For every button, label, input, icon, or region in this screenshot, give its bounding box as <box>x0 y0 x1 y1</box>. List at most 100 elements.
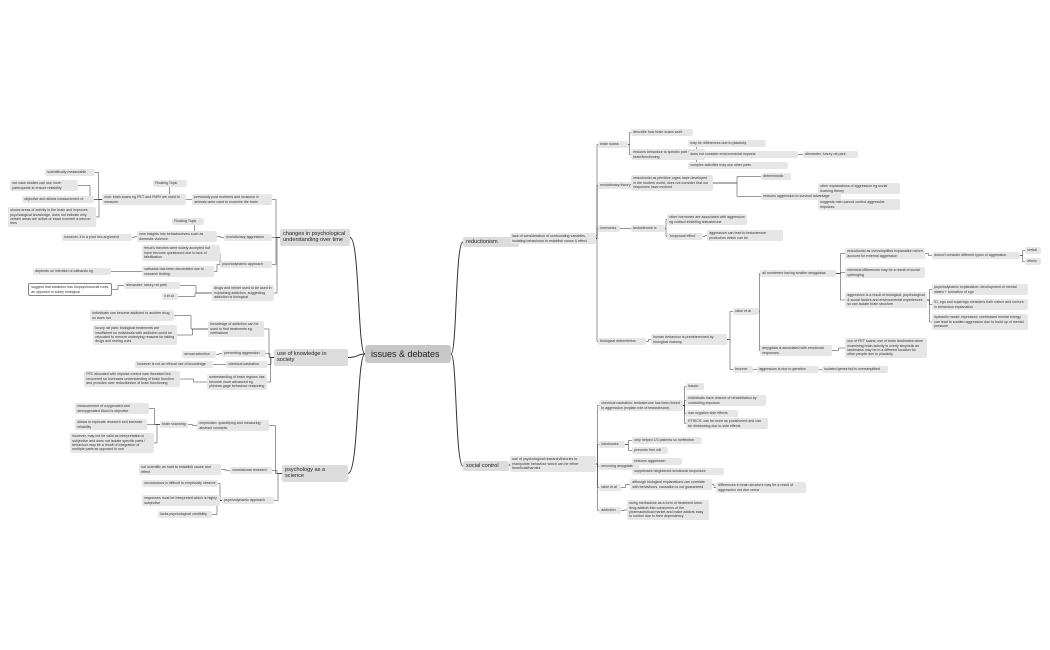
connector-reductionism <box>450 241 464 355</box>
subtopic-sc2a: not scientific as hard to establish caus… <box>139 464 221 476</box>
subtopic-sc1a: brain scanning <box>160 421 188 428</box>
connector-castr4 <box>683 405 686 424</box>
connector-rainesc1 <box>621 484 630 488</box>
connector-evo1a <box>713 176 761 184</box>
connector-ch_psy <box>272 237 280 265</box>
subtopic-raine2a: use of PET scans: use of brain landmarks… <box>845 338 927 358</box>
subtopic-sc1a2: allows to replicate research and increas… <box>75 419 147 431</box>
subtopic-ch_psy2: catharsis has been discredited due to re… <box>142 266 214 278</box>
subtopic-testo2a: aggression can lead to testosterone prod… <box>707 230 783 242</box>
subtopic-raine1a1: doesn't consider different types of aggr… <box>932 252 1020 259</box>
subtopic-castr1: fraudo <box>686 383 704 390</box>
subtopic-castr2: individuals have chance of rehabilitatio… <box>686 395 766 407</box>
subtopic-bs1: describe how brain scans work <box>631 129 693 136</box>
subtopic-bs2b1: alexander, luxury rat park <box>803 151 858 158</box>
subtopic-raine1c3: hydraulic model: repressed, unreleased m… <box>932 314 1028 330</box>
subtopic-ch_pet1: now: brain scans eg PET and FMRI are use… <box>102 194 186 206</box>
subtopic-raine1c: aggression is a result of biological, ps… <box>845 292 927 308</box>
subtopic-ch_pet1b: not case studies can use more participan… <box>10 180 78 192</box>
subtopic-sc3b: responses must be interpreted which is h… <box>142 495 220 507</box>
subtopic-ft2: Floating Topic <box>172 218 204 225</box>
subtopic-sc3c: lacks psychological credibility <box>158 511 212 518</box>
subtopic-sc1a1: measurement of oxygenated and deoxygenat… <box>75 403 149 415</box>
subtopic-raine1: all murderers having smaller amygdalas <box>760 270 836 277</box>
subtopic-sc3: psychodynamic approach <box>222 497 274 504</box>
main-topic-changes: changes in psychological understanding o… <box>280 229 350 246</box>
connector-ch_evo1 <box>217 236 224 238</box>
connector-ch_drugs <box>274 237 280 294</box>
subtopic-kn4: understanding of brain regions has becom… <box>207 374 267 390</box>
subtopic-bs2a: may be differences due to plasticity <box>688 140 766 147</box>
main-topic-reductionism: reductionism <box>463 237 519 248</box>
connector-kn2a <box>216 353 222 355</box>
subtopic-ch_evo1: new insights into behaviourisms such as … <box>137 231 217 243</box>
subtopic-lobot2: prevents free will <box>632 447 668 454</box>
subtopic-evo1b2: suggests men cannot control aggressive i… <box>818 199 900 211</box>
connector-raine2a <box>832 347 845 351</box>
subtopic-castr: chemical castration: testosterone has be… <box>599 400 683 412</box>
subtopic-brunner1a: isolated genes but is oversimplified <box>822 366 888 373</box>
subtopic-biodet: biological determinism <box>598 338 646 345</box>
subtopic-kn1b: luxury rat park: biological treatments a… <box>93 325 177 345</box>
subtopic-castr3: has negative side effects <box>686 410 738 417</box>
subtopic-brunner: brunner <box>733 366 753 373</box>
subtopic-raine1c2: ID, ego and superego considers both natu… <box>932 299 1028 311</box>
subtopic-sc3a: unconscious is difficult to empirically … <box>142 480 218 487</box>
connector-knowledge <box>347 353 366 358</box>
connector-kn2 <box>266 353 274 358</box>
subtopic-raine1c1: psychodynamic explanation: development o… <box>932 284 1028 296</box>
subtopic-addiction: addiction <box>599 507 621 514</box>
connector-s_def <box>509 463 510 467</box>
subtopic-ch_evo: evolutionary aggression <box>224 234 272 241</box>
subtopic-kn3a: however is not an ethical use of knowled… <box>135 361 213 368</box>
subtopic-raine1a1b: ethnic <box>1025 258 1041 265</box>
subtopic-ch_drugs1: alexander: luxury rat park <box>124 282 180 289</box>
connector-raine1c3 <box>927 299 932 323</box>
subtopic-bs2c: complex activities may use other parts <box>688 162 788 169</box>
connector-sc2 <box>272 470 282 474</box>
subtopic-kn2: preventing aggression <box>222 350 266 357</box>
connector-ch_drugs3 <box>112 285 124 290</box>
subtopic-kn2a: sexual selection <box>182 351 216 358</box>
connector-ch_drugs2 <box>178 292 212 297</box>
subtopic-kn3: chemical castration <box>226 361 268 368</box>
subtopic-evo1: reductionist as primitive urges have dev… <box>631 175 713 191</box>
connector-brunner <box>727 339 733 370</box>
subtopic-ch_psy1: freud's theories were widely accepted bu… <box>142 245 220 261</box>
connector-lobot2 <box>625 444 632 451</box>
subtopic-sc1a3: however, may not be valid as interpretat… <box>70 433 154 453</box>
connector-changes <box>349 237 366 355</box>
connector-ch_psy2 <box>214 264 220 272</box>
central-topic: issues & debates <box>365 345 451 363</box>
connector-kn1a <box>174 315 208 330</box>
main-topic-social: social control <box>463 461 509 472</box>
main-topic-science: psychology as a science <box>282 465 348 482</box>
subtopic-evo1b1: other explanations of aggression eg soci… <box>818 183 900 195</box>
connector-ch_pet <box>272 199 280 238</box>
subtopic-testo: testosterone ic <box>631 225 665 232</box>
connector-ch_drugs1 <box>180 285 212 294</box>
subtopic-rainesc1a: differences in brain structure may be a … <box>716 482 806 494</box>
connector-bs2 <box>628 144 631 155</box>
connector-raine1a1 <box>925 253 932 256</box>
subtopic-s_def: use of psychological research/theories t… <box>510 456 596 472</box>
subtopic-ch_pet: previously post mortems and incisions in… <box>192 194 272 206</box>
connector-raine2 <box>759 311 760 351</box>
subtopic-lobot1: only helped 1/3 patients so ineffective <box>632 437 702 444</box>
subtopic-r_def: lack of consideration of confounding var… <box>510 233 596 245</box>
connector-sc3 <box>274 473 282 501</box>
subtopic-sc2: correlational research <box>230 467 272 474</box>
connector-sc1a <box>188 424 197 426</box>
subtopic-lobot: lobotomies <box>599 441 625 448</box>
subtopic-sc1: empiricism: quantifying and measuring ab… <box>197 420 269 432</box>
connector-sc2a <box>221 469 230 471</box>
subtopic-brunner1: aggression is due to genetics <box>757 366 819 373</box>
subtopic-rainesc1: although biological explanations can cor… <box>630 479 712 491</box>
subtopic-ch_drugs: drugs and reliner used to be used in exp… <box>212 285 274 301</box>
connector-biodet <box>596 238 598 342</box>
subtopic-kn1a: individuals can become addicted to anoth… <box>90 310 174 322</box>
subtopic-ft1: Floating Topic <box>153 180 187 187</box>
subtopic-amyg2: suppresses heightened emotional response… <box>632 468 724 475</box>
subtopic-ch_evo1a: however, it is a post hoc argument <box>62 234 132 241</box>
